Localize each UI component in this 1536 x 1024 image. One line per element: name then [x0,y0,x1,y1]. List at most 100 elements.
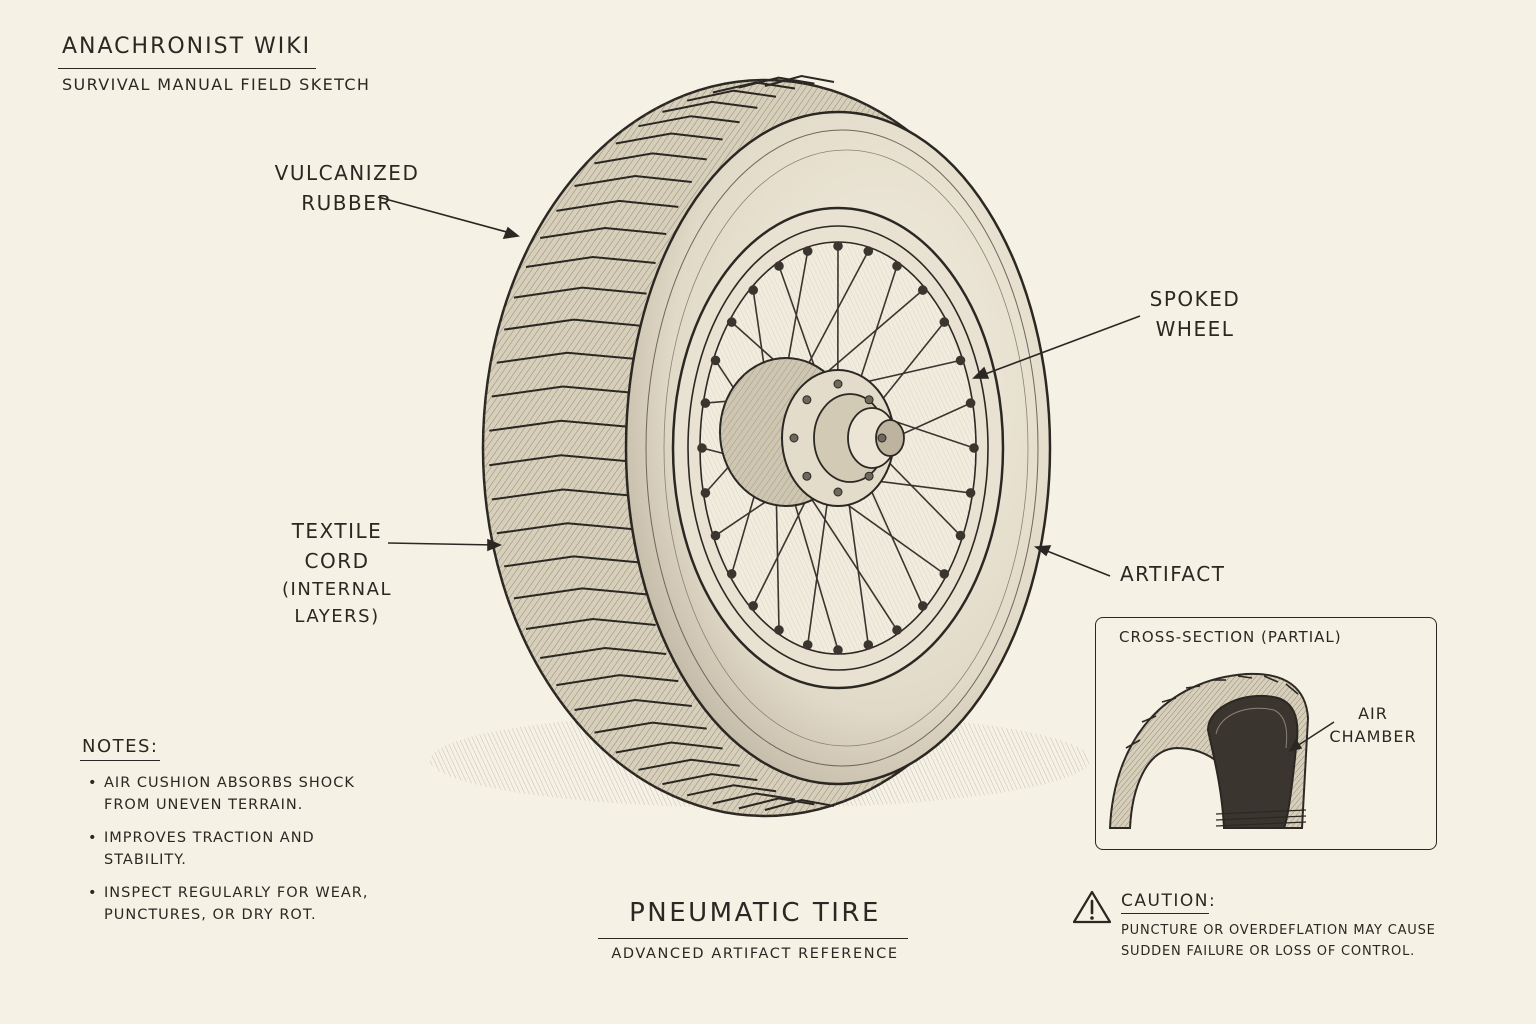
cross-section-drawing [1108,672,1335,829]
label-line: CHAMBER [1329,727,1417,746]
label-line: CORD [304,549,370,573]
spoke-nipple [863,246,874,256]
tread-block [489,454,629,467]
tread-block [764,74,835,87]
cross-section-inset: CROSS-SECTION (PARTIAL) [1095,617,1437,850]
spoke-nipple [697,443,707,453]
label-line: RUBBER [301,191,393,215]
label-line: WHEEL [1155,317,1235,341]
tread-block [491,488,631,501]
spoke-nipple [748,285,759,295]
spoke-nipple [802,246,813,256]
list-item: IMPROVES TRACTION AND STABILITY. [88,827,398,871]
tread-block [662,100,758,113]
spoke-nipple [955,355,966,366]
spoke-nipple [748,601,759,611]
label-vulcanized-rubber: VULCANIZED RUBBER [262,158,432,218]
tread-block [738,797,815,810]
label-line: SPOKED [1149,287,1241,311]
tread-block [594,721,707,734]
tread-block [638,115,740,128]
spoke [806,480,832,646]
page-title: ANACHRONIST WIKI [62,34,312,59]
hub-bolt [877,433,887,443]
label-line: LAYERS) [294,606,380,627]
tread-block [686,784,777,797]
tread-block [638,758,740,771]
tread-block [540,226,667,239]
title-underline [58,68,316,69]
spoke-nipple [863,640,874,650]
spoke-nipple [802,640,813,650]
tread-block [513,587,647,600]
label-textile-cord: TEXTILE CORD (INTERNAL LAYERS) [262,516,412,630]
tread-block [556,199,679,212]
label-spoked-wheel: SPOKED WHEEL [1120,284,1270,344]
tread-block [712,81,796,94]
spoke-nipple [833,241,843,251]
hub-bolt [864,471,874,481]
spoke-nipple [710,355,721,366]
tread-block [686,89,777,102]
label-line: VULCANIZED [274,161,420,185]
tread-block [513,286,647,299]
hub-bolt [833,487,843,497]
notes-title: NOTES: [82,736,159,757]
hub-bolt [802,395,812,405]
label-line: TEXTILE [291,519,383,543]
label-artifact: ARTIFACT [1120,562,1226,586]
tread-block [712,792,796,805]
tread-block [662,773,758,786]
spoke-nipple [965,398,976,408]
spoke-nipple [726,317,737,327]
label-air-chamber: AIR CHAMBER [1318,702,1428,748]
spoke-nipple [969,443,979,453]
spoke-nipple [700,398,711,408]
hub-bolt [789,433,799,443]
spoke [801,483,898,631]
tread-block [525,255,656,268]
spoke-nipple [726,569,737,579]
spoke [752,485,814,607]
tread-block [594,152,707,165]
figure-caption-title: PNEUMATIC TIRE [629,898,881,928]
tread-block [491,385,631,398]
spoke-nipple [965,488,976,498]
wheel-hub [719,357,905,507]
spoke-nipple [892,261,902,271]
warning-triangle-icon [1072,890,1112,924]
tread-block [615,132,723,145]
caption-underline [598,938,908,939]
tread-block [574,698,692,711]
tread-block [489,419,629,432]
hub-bolt [864,395,874,405]
page-subtitle: SURVIVAL MANUAL FIELD SKETCH [62,75,371,94]
tread-block [764,798,835,811]
inset-title: CROSS-SECTION (PARTIAL) [1119,628,1342,646]
spoke-nipple [917,601,928,611]
tread-block [525,617,656,630]
label-line: (INTERNAL [282,579,392,600]
list-item: INSPECT REGULARLY FOR WEAR, PUNCTURES, O… [88,882,398,926]
caution-body: PUNCTURE OR OVERDEFLATION MAY CAUSE SUDD… [1121,923,1436,959]
spoke-nipple [774,625,784,635]
spoke-nipple [917,285,928,295]
spoke-nipple [939,317,950,327]
tread-block [574,174,692,187]
tread-block [504,318,640,331]
tread-block [504,555,640,568]
list-item: AIR CUSHION ABSORBS SHOCK FROM UNEVEN TE… [88,772,398,816]
tread-block [615,741,723,754]
spoke-nipple [955,530,966,541]
hub-bolt [802,471,812,481]
tread-block [496,522,634,535]
tread-block [540,646,667,659]
spoke-nipple [892,625,902,635]
spoke-nipple [833,645,843,655]
tread-block [496,351,634,364]
leader-lines [377,196,1141,577]
tread-block [556,674,679,687]
spoke-nipple [710,530,721,541]
notes-underline [80,760,160,761]
